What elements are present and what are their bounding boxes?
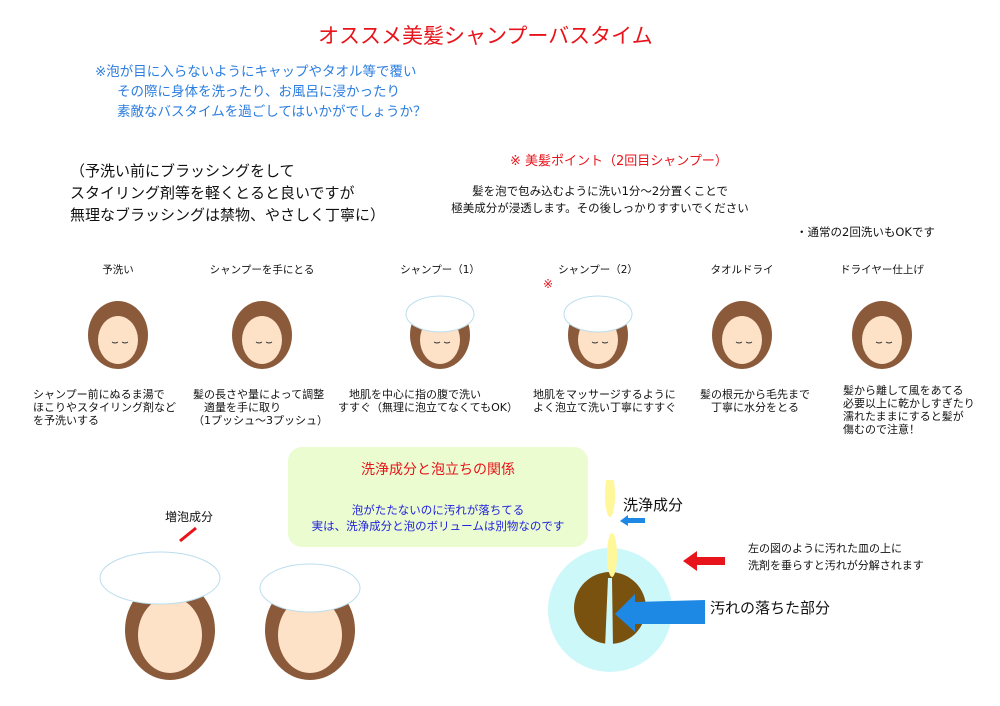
step-description: シャンプー前にぬるま湯でほこりやスタイリング剤などを予洗いする [33,388,176,427]
step-label: ドライヤー仕上げ [840,264,924,276]
note-line: 洗剤を垂らすと汚れが分解されます [748,559,924,572]
relation-title: 洗浄成分と泡立ちの関係 [361,462,515,478]
step-description: 髪の根元から毛先まで 丁寧に水分をとる [700,388,810,414]
intro-line: その際に身体を洗ったり、お風呂に浸かったり [117,84,400,100]
description-line: を予洗いする [33,414,99,427]
dish-diagram [548,480,705,672]
prebrush-line: スタイリング剤等を軽くとると良いですが [70,184,355,202]
description-line: 髪から離して風をあてる [843,384,964,397]
description-line: よく泡立て洗い丁寧にすすぐ [533,401,677,414]
red-arrow-icon [683,551,725,571]
removed-label: 汚れの落ちた部分 [710,599,831,617]
point-mark: ※ [543,277,554,291]
step-description: 髪から離して風をあてる必要以上に乾かしすぎたり濡れたままにすると髪が傷むので注意… [843,384,975,436]
normal-wash-note: ・通常の2回洗いもOKです [796,225,935,239]
prebrush-line: （予洗い前にブラッシングをして [70,162,295,180]
description-line: （1プッシュ～3プッシュ） [193,414,328,427]
step-description: 地肌を中心に指の腹で洗いすすぐ（無理に泡立てなくてもOK） [338,388,518,414]
relation-line: 実は、洗浄成分と泡のボリュームは別物なのです [311,519,565,533]
step-illustration [563,295,633,369]
description-line: シャンプー前にぬるま湯で [33,388,165,401]
description-line: 必要以上に乾かしすぎたり [843,397,975,410]
big-arrow-icon [615,594,705,632]
prebrush-note: （予洗い前にブラッシングをして スタイリング剤等を軽くとると良いですが 無理なブ… [70,160,385,226]
relation-box: 洗浄成分と泡立ちの関係 泡がたたないのに汚れが落ちてる 実は、洗浄成分と泡のボリ… [288,447,588,547]
intro-line: ※泡が目に入らないようにキャップやタオル等で覆い [95,64,417,80]
step-label: シャンプー（2） [558,264,638,276]
description-line: 傷むので注意！ [843,423,920,436]
description-line: すすぐ（無理に泡立てなくてもOK） [338,401,518,414]
step-description: 髪の長さや量によって調整 適量を手に取り（1プッシュ～3プッシュ） [193,388,328,427]
step-label: 予洗い [102,264,134,276]
note-line: 左の図のように汚れた皿の上に [748,542,902,555]
agent-label: 洗浄成分 [623,496,684,514]
description-line: 濡れたままにすると髪が [843,410,964,423]
intro-line: 素敵なバスタイムを過ごしてはいかがでしょうか？ [117,104,427,120]
foam-pointer-icon [179,526,197,543]
description-line: 地肌を中心に指の腹で洗い [338,388,481,401]
step-label: シャンプー（1） [400,264,480,276]
step-illustration [88,301,148,369]
point-body: 髪を泡で包み込むように洗い1分～2分置くことで 極美成分が浸透します。その後しっ… [430,183,770,217]
relation-body: 泡がたたないのに汚れが落ちてる 実は、洗浄成分と泡のボリュームは別物なのです [288,502,588,534]
arrow-icon [620,515,645,526]
diagram-note: 左の図のように汚れた皿の上に 洗剤を垂らすと汚れが分解されます [748,540,924,574]
description-line: 髪の根元から毛先まで [700,388,810,401]
description-line: 地肌をマッサージするように [533,388,676,401]
foam-illustration [99,551,361,680]
page-title: オススメ美髪シャンプーバスタイム [318,24,653,48]
step-label: タオルドライ [710,264,774,276]
foam-label: 増泡成分 [165,510,214,524]
description-line: ほこりやスタイリング剤など [33,401,176,414]
description-line: 適量を手に取り [193,401,281,414]
intro-text: ※泡が目に入らないようにキャップやタオル等で覆い その際に身体を洗ったり、お風呂… [95,62,427,122]
step-illustration [712,301,772,369]
prebrush-line: 無理なブラッシングは禁物、やさしく丁寧に） [70,206,386,224]
step-illustration [232,301,292,369]
description-line: 丁寧に水分をとる [700,401,799,414]
detergent-drop-icon [605,480,615,517]
point-line: 髪を泡で包み込むように洗い1分～2分置くことで [472,184,728,198]
point-line: 極美成分が浸透します。その後しっかりすすいでください [451,201,749,215]
step-illustration [852,301,912,369]
step-description: 地肌をマッサージするようによく泡立て洗い丁寧にすすぐ [533,388,676,414]
relation-line: 泡がたたないのに汚れが落ちてる [351,503,525,517]
step-illustration [405,295,475,369]
description-line: 髪の長さや量によって調整 [193,388,325,401]
point-title: ※ 美髪ポイント（2回目シャンプー） [510,154,728,169]
step-label: シャンプーを手にとる [209,264,315,276]
